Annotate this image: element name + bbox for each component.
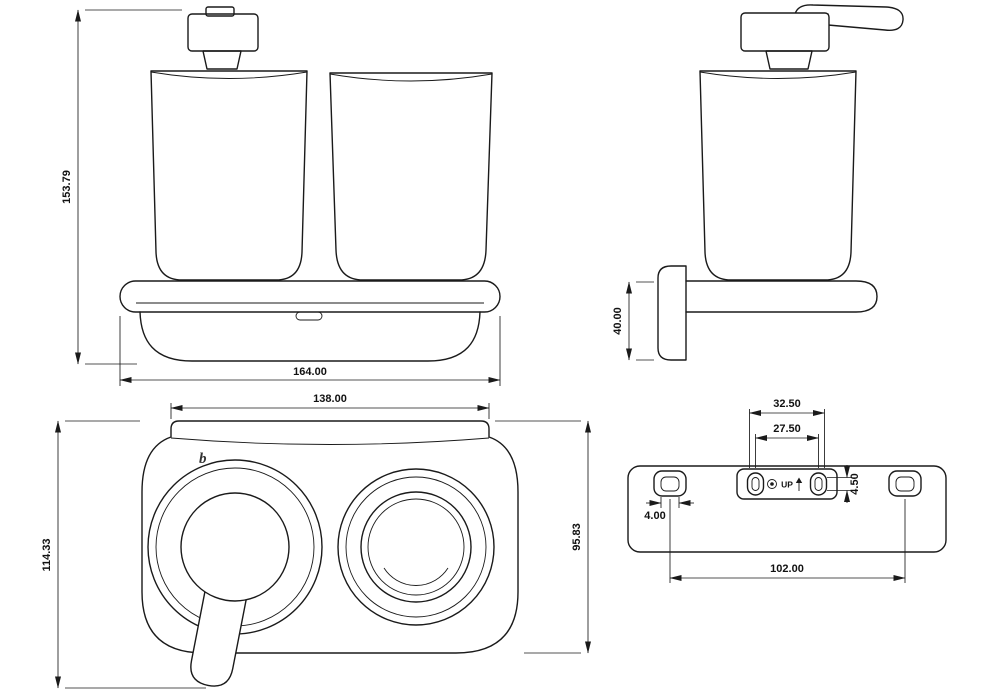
slot-span-outer-label: 32.50 [773, 398, 801, 410]
up-label: UP [781, 480, 793, 490]
keyhole-slot-right [809, 472, 828, 496]
top-width-label: 138.00 [313, 393, 347, 405]
top-depth-body-dimension: 95.83 [495, 420, 591, 654]
shelf-front [119, 280, 501, 313]
front-height-dimension: 153.79 [61, 9, 182, 365]
bottle-rim-side [699, 71, 857, 79]
top-width-dimension: 138.00 [170, 393, 490, 419]
up-arrow-icon [795, 477, 803, 491]
tumbler-front [329, 72, 493, 281]
hole-width-dimension: 4.00 [644, 497, 694, 522]
slot-height-label: 4.50 [849, 473, 861, 494]
side-bracket-height-dimension: 40.00 [612, 281, 654, 361]
mounting-plate-outline [627, 465, 947, 553]
top-depth-body-label: 95.83 [571, 523, 583, 551]
pump-collar-side [765, 50, 813, 70]
tumbler-bottom-arc [383, 567, 449, 586]
pump-head-side [740, 12, 830, 52]
mount-hole-right [888, 470, 922, 497]
tumbler-top [337, 468, 495, 626]
hole-width-label: 4.00 [644, 510, 665, 522]
pump-lever-side [794, 4, 904, 31]
glass-tray-front [139, 311, 481, 362]
mount-span-label: 102.00 [770, 563, 804, 575]
top-body-outline [141, 420, 519, 654]
level-indicator-icon [767, 479, 777, 489]
back-edge-line [170, 437, 490, 445]
front-width-dimension: 164.00 [119, 316, 501, 386]
bracket-outline [736, 468, 838, 500]
pump-top [147, 459, 323, 687]
tumbler-ring-outer [337, 468, 495, 626]
shelf-arm-side [685, 280, 878, 313]
mount-hole-left [653, 470, 687, 497]
slot-span-inner-label: 27.50 [773, 423, 801, 435]
front-height-label: 153.79 [61, 170, 73, 204]
tumbler-rim-front [329, 73, 493, 82]
slot-span-inner-dimension: 27.50 [755, 423, 819, 468]
pump-cap-top [180, 492, 290, 602]
tumbler-rim-inner [367, 498, 465, 596]
center-bracket: UP [736, 468, 838, 500]
side-view: 40.00 [612, 4, 904, 361]
tumbler-ring-inner [345, 476, 487, 618]
top-depth-total-dimension: 114.33 [41, 420, 206, 689]
dispenser-bottle-front [150, 70, 308, 281]
pump-head-front [187, 13, 259, 52]
mount-span-dimension: 102.00 [669, 499, 906, 583]
tumbler-rim-outer [360, 491, 472, 603]
dispenser-pump-front [187, 6, 259, 70]
keyhole-slot-left [746, 472, 765, 496]
side-bracket-height-label: 40.00 [612, 307, 624, 335]
top-depth-total-label: 114.33 [41, 538, 53, 571]
pump-collar-front [202, 50, 242, 70]
pump-spout-front [205, 6, 235, 17]
brand-logo: b [199, 451, 207, 467]
wall-plate-side [657, 265, 687, 361]
front-view: 153.79 164.00 [61, 6, 501, 386]
slot-span-outer-dimension: 32.50 [749, 398, 825, 468]
mounting-plate-view: UP 32.50 27.50 4.50 [627, 398, 947, 583]
top-view: 138.00 b 114.33 [41, 393, 591, 689]
dispenser-bottle-side [699, 70, 857, 281]
front-width-label: 164.00 [293, 366, 327, 378]
slot-height-dimension: 4.50 [827, 465, 861, 503]
bottle-rim-front [150, 71, 308, 79]
wall-bracket-side [657, 265, 878, 361]
dispenser-pump-side [740, 4, 904, 70]
tray-clip-detail [295, 311, 323, 321]
